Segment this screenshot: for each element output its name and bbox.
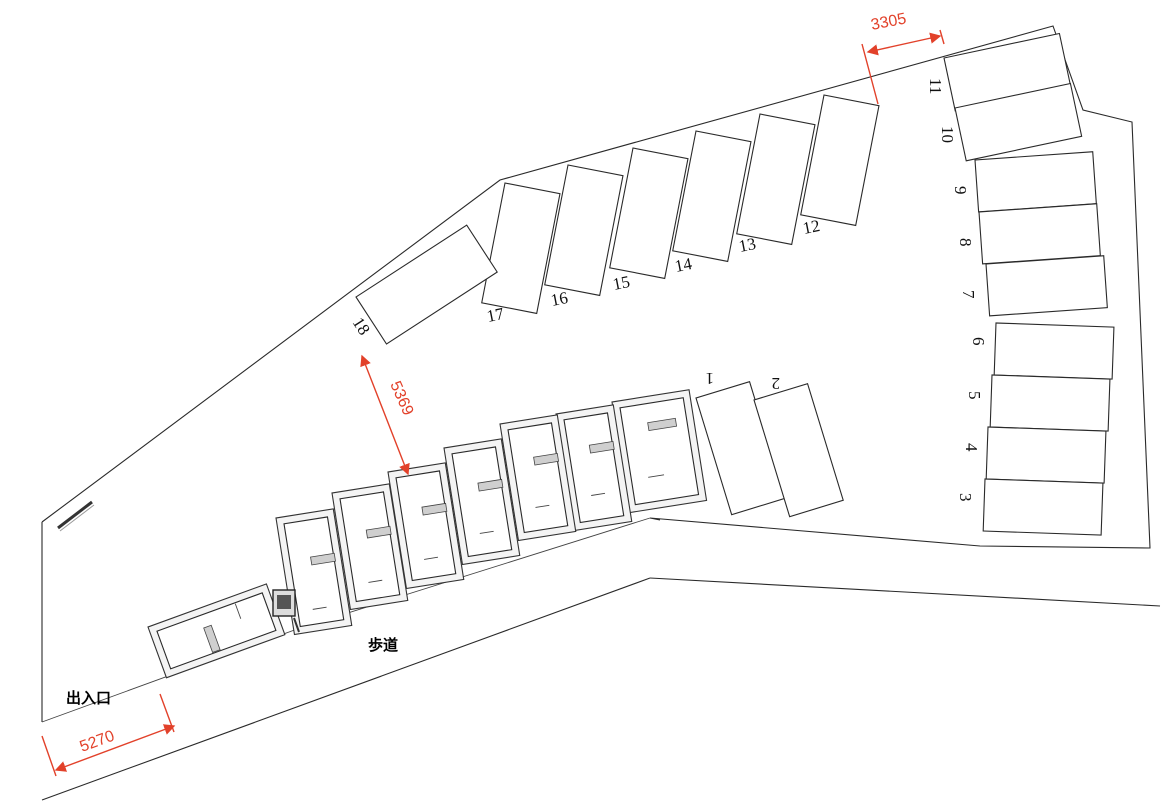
entrance-label: 出入口: [66, 689, 111, 707]
dimension-top-gap-label: 3305: [870, 10, 908, 33]
space-number-10: 10: [938, 126, 957, 143]
space-number-14: 14: [673, 254, 694, 276]
parking-space-16[interactable]: [544, 164, 624, 297]
space-number-12: 12: [801, 216, 821, 238]
right-column-spaces: [943, 32, 1115, 536]
parking-space-18[interactable]: [355, 224, 498, 345]
parking-space-3[interactable]: [982, 478, 1104, 536]
storage-structure: [147, 583, 286, 679]
parking-space-13[interactable]: [736, 113, 816, 246]
dimension-entrance-width-label: 5270: [78, 728, 117, 756]
parking-space-4[interactable]: [985, 426, 1107, 484]
space-number-7: 7: [959, 290, 978, 299]
space-number-6: 6: [969, 337, 988, 346]
bicycle-rack-row: [275, 389, 708, 636]
bicycle-stall[interactable]: [387, 462, 465, 590]
parking-space-14[interactable]: [672, 130, 752, 263]
top-row-spaces: [481, 94, 880, 315]
space-number-3: 3: [956, 493, 975, 502]
bicycle-stall[interactable]: [499, 414, 577, 542]
parking-space-12[interactable]: [800, 94, 880, 227]
space-number-1: 1: [706, 369, 715, 388]
dimension-top-gap: 3305: [861, 10, 945, 105]
bicycle-stall[interactable]: [611, 389, 708, 514]
dimension-aisle-width: 5369: [360, 354, 416, 476]
dimension-aisle-width-label: 5369: [386, 379, 416, 419]
space-number-11: 11: [926, 78, 945, 94]
sidewalk-label: 歩道: [368, 636, 398, 654]
space-number-9: 9: [951, 186, 970, 195]
parking-space-17[interactable]: [481, 182, 561, 315]
bicycle-stall[interactable]: [443, 438, 521, 566]
space-number-2: 2: [772, 374, 781, 393]
space-number-15: 15: [611, 272, 631, 294]
parking-space-7[interactable]: [985, 255, 1108, 317]
bicycle-stall[interactable]: [331, 483, 409, 611]
space-number-17: 17: [485, 304, 506, 326]
space-number-5: 5: [965, 391, 984, 400]
space-number-8: 8: [956, 238, 975, 247]
parking-space-10[interactable]: [954, 82, 1083, 162]
parking-space-15[interactable]: [609, 147, 689, 280]
parking-space-5[interactable]: [989, 374, 1111, 432]
payment-machine-icon[interactable]: [272, 589, 300, 633]
parking-space-8[interactable]: [978, 203, 1101, 265]
space-number-13: 13: [737, 234, 757, 256]
space-number-16: 16: [549, 288, 569, 310]
bicycle-stall[interactable]: [555, 404, 633, 532]
space-number-4: 4: [962, 443, 981, 452]
boundary-marker: [57, 500, 95, 532]
parking-space-9[interactable]: [974, 151, 1097, 213]
parking-space-2[interactable]: [753, 382, 844, 518]
parking-space-6[interactable]: [993, 322, 1115, 380]
